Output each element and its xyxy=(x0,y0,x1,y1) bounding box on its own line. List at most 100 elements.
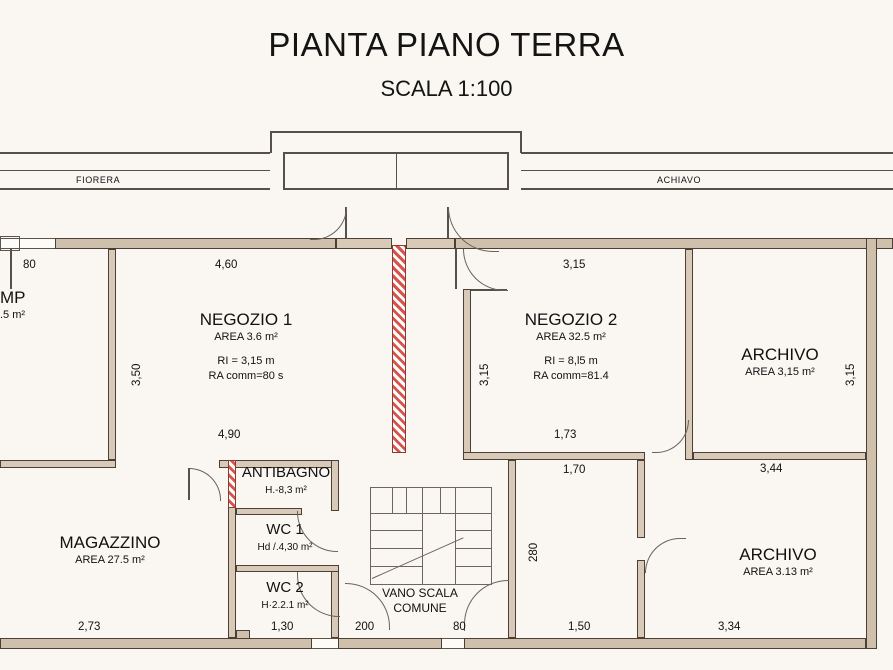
wall-wc1-bottom xyxy=(236,565,339,572)
room-label-negozio-1: NEGOZIO 1 AREA 3.6 m² RI = 3,15 m RA com… xyxy=(146,310,346,384)
room-area-negozio-2: AREA 32.5 m² xyxy=(536,331,606,343)
label-fiorera: FIORERA xyxy=(76,175,121,185)
wall-corridor-left xyxy=(508,460,516,638)
dim-negozio1-left: 3,50 xyxy=(131,363,143,386)
door-arc-archivo-bottom xyxy=(645,538,686,573)
room-ri-negozio-2: RI = 8,l5 m xyxy=(544,355,598,367)
wall-entrance-right-head xyxy=(406,238,455,249)
wall-archivo-divider xyxy=(693,452,866,460)
room-label-magazzino: MAGAZZINO AREA 27.5 m² xyxy=(20,533,200,568)
balcony-center-line-right xyxy=(521,170,893,171)
wall-archivo-left xyxy=(685,249,693,460)
label-achiavo: ACHIAVO xyxy=(657,175,702,185)
wall-wc-right-upper xyxy=(331,460,339,511)
room-label-archivo-top: ARCHIVO AREA 3,15 m² xyxy=(700,345,860,380)
wall-antibagno-bottom xyxy=(236,508,302,515)
wall-bottom-pier-left xyxy=(236,630,250,639)
balcony-divider xyxy=(396,152,398,188)
dim-archivo-mid: 3,44 xyxy=(760,463,783,475)
stair-tread-r1 xyxy=(455,530,492,532)
dim-magazzino-bottom: 2,73 xyxy=(78,621,101,633)
room-name-wc-2: WC 2 xyxy=(266,579,304,596)
stair-riser-v3 xyxy=(455,487,457,585)
mp-window-frame xyxy=(0,236,20,251)
balcony-inner-right-vert xyxy=(507,152,509,188)
exterior-line-bottom-right xyxy=(521,188,893,190)
room-label-wc-1: WC 1 Hd /.4,30 m² xyxy=(235,520,335,555)
room-area-magazzino: AREA 27.5 m² xyxy=(75,554,145,566)
stair-riser-v0b xyxy=(406,487,408,513)
stair-tread-r3 xyxy=(455,566,492,568)
wall-negozio1-left xyxy=(108,249,116,460)
mp-pier-line xyxy=(10,249,12,289)
room-name-archivo-top: ARCHIVO xyxy=(741,345,819,364)
room-ra-negozio-2: RA comm=81.4 xyxy=(533,370,609,382)
room-area-archivo-top: AREA 3,15 m² xyxy=(745,366,815,378)
negozio2-jamb-left xyxy=(455,249,457,289)
room-name-antibagno: ANTIBAGNO xyxy=(241,464,331,481)
stair-tread-h3 xyxy=(370,548,422,550)
wall-right-outer xyxy=(866,238,877,649)
page-subtitle: SCALA 1:100 xyxy=(380,76,513,101)
wall-negozio1-bottom-left xyxy=(0,460,116,468)
exterior-line-top-left xyxy=(0,152,270,154)
dim-corridor-left: 280 xyxy=(528,542,540,562)
balcony-step-left-vert xyxy=(270,131,272,153)
entrance-jamb-left xyxy=(345,207,347,239)
entrance-jamb-right xyxy=(447,207,449,239)
dim-negozio1-top: 4,60 xyxy=(215,259,238,271)
balcony-inner-left-vert xyxy=(283,152,285,188)
balcony-top-edge xyxy=(270,131,522,133)
room-area-wc-2: H·2.2.1 m² xyxy=(261,600,309,611)
wall-corridor-right-upper xyxy=(637,460,645,538)
room-label-vano-scala: VANO SCALA COMUNE xyxy=(345,586,495,616)
room-name-negozio-2: NEGOZIO 2 xyxy=(524,310,618,329)
balcony-step-right-vert xyxy=(520,131,522,153)
stair-riser-v1 xyxy=(422,487,424,513)
room-area-wc-1: Hd /.4,30 m² xyxy=(257,542,313,553)
window-top-left xyxy=(0,238,55,249)
dim-scala-right: 80 xyxy=(453,621,466,633)
room-name-wc-1: WC 1 xyxy=(266,521,304,538)
dim-negozio1-bottom: 4,90 xyxy=(218,429,241,441)
wall-top-left xyxy=(55,238,336,249)
new-partition-wc xyxy=(228,460,236,508)
window-bottom-2 xyxy=(442,638,464,649)
door-arc-archivo-top xyxy=(652,420,689,453)
room-label-negozio-2: NEGOZIO 2 AREA 32.5 m² RI = 8,l5 m RA co… xyxy=(471,310,671,384)
stair-tread-h2 xyxy=(370,530,422,532)
stair-riser-v0 xyxy=(392,487,394,513)
room-area-antibagno: H.-8,3 m² xyxy=(265,485,307,496)
dim-archivo-bottom: 3,34 xyxy=(718,621,741,633)
negozio2-sill xyxy=(463,289,507,291)
dim-scala-left: 200 xyxy=(355,621,375,633)
room-area-negozio-1: AREA 3.6 m² xyxy=(214,331,278,343)
wall-bottom-left xyxy=(0,638,312,649)
dim-negozio2-top: 3,15 xyxy=(563,259,586,271)
door-arc-negozio2 xyxy=(463,249,508,291)
dim-bottom-right-door: 1,50 xyxy=(568,621,591,633)
dim-corridor-second: 1,70 xyxy=(563,464,586,476)
room-name-negozio-1: NEGOZIO 1 xyxy=(199,310,293,329)
magazzino-door-jamb xyxy=(188,468,190,500)
room-area-archivo-bottom: AREA 3.13 m² xyxy=(743,566,813,578)
wall-corridor-top xyxy=(463,452,645,460)
room-area-mp: .5 m² xyxy=(0,309,26,321)
page-title: PIANTA PIANO TERRA xyxy=(268,26,625,63)
room-name-archivo-bottom: ARCHIVO xyxy=(739,545,817,564)
wall-bottom-2 xyxy=(338,638,442,649)
room-area-vano-scala: COMUNE xyxy=(393,601,447,615)
staircase-outline xyxy=(370,487,492,585)
room-name-vano-scala: VANO SCALA xyxy=(382,586,458,600)
door-arc-entrance-left xyxy=(310,207,347,240)
balcony-inner-bottom xyxy=(283,188,509,190)
room-name-magazzino: MAGAZZINO xyxy=(59,533,161,552)
door-arc-magazzino xyxy=(188,468,221,501)
exterior-line-top-right xyxy=(521,152,893,154)
wall-corridor-right-lower xyxy=(637,560,645,638)
dim-wc2-bottom: 1,30 xyxy=(271,621,294,633)
new-partition-wall xyxy=(392,245,406,453)
dim-archivo-top-right: 3,15 xyxy=(845,363,857,386)
balcony-center-line-left xyxy=(0,170,270,171)
